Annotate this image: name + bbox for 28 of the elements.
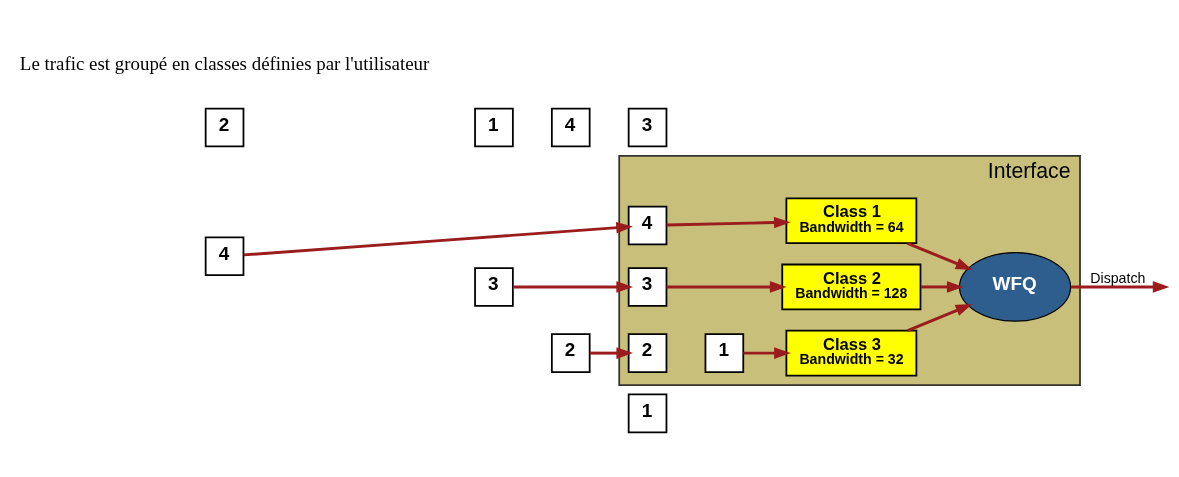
node-box: 2 (627, 333, 668, 373)
arrow (666, 216, 791, 229)
arrow (243, 221, 633, 257)
arrow (920, 281, 964, 293)
arrow (666, 281, 787, 293)
node-box: Class 1 Bandwidth = 64 (785, 197, 918, 245)
node-box: 4 (550, 107, 591, 148)
node-box: 4 (204, 236, 245, 276)
node-box: 3 (627, 267, 668, 307)
arrow (907, 242, 973, 270)
node-box: 2 (550, 333, 591, 373)
node-box: 1 (627, 393, 668, 434)
node-box: 1 (704, 333, 745, 373)
arrow (907, 304, 973, 332)
node-box: 2 (204, 107, 245, 148)
label: Le trafic est groupé en classes définies par l'utilisateur (19, 53, 430, 75)
node-box: 3 (474, 267, 514, 307)
arrow (1070, 281, 1170, 293)
node-box: 1 (474, 107, 514, 148)
arrow (589, 347, 633, 359)
node-box: 3 (627, 107, 668, 148)
node-box: Class 2 Bandwidth = 128 (781, 263, 922, 311)
arrow (513, 281, 633, 293)
arrow (743, 347, 791, 359)
node-ellipse: WFQ (958, 252, 1072, 322)
node-box: Class 3 Bandwidth = 32 (785, 329, 918, 377)
node-box: 4 (627, 205, 668, 246)
edge-label: Dispatch (1090, 269, 1146, 286)
